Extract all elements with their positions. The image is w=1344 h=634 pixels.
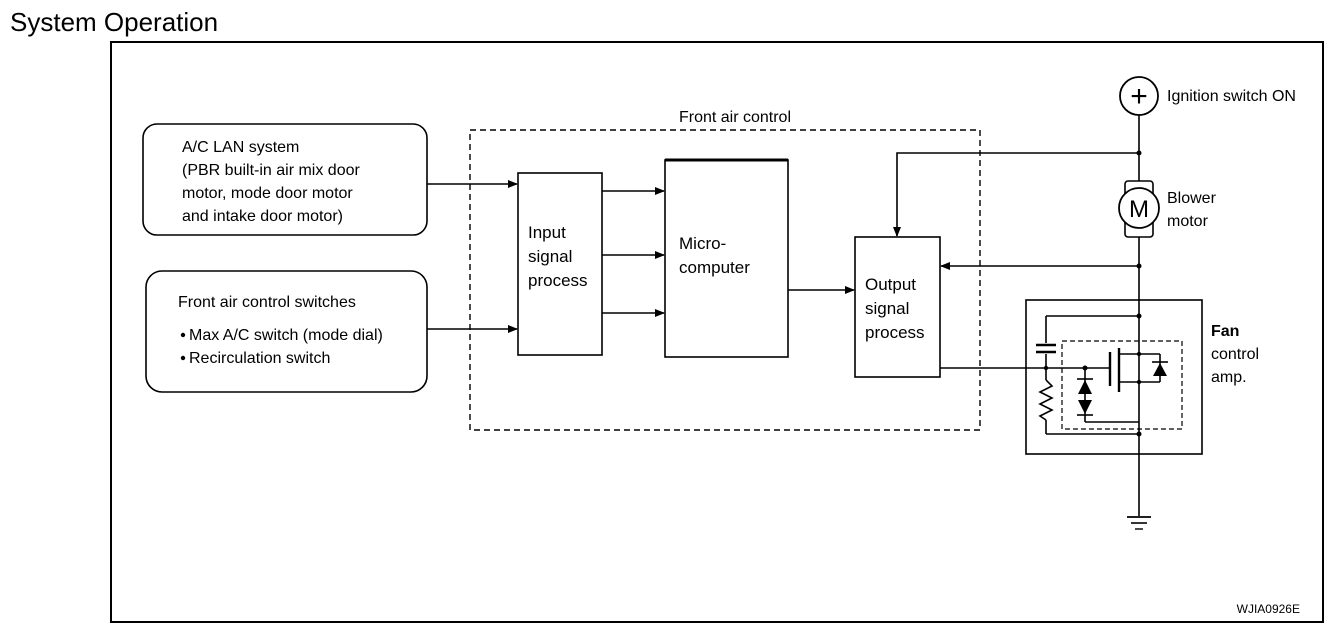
input-line-2: signal [528, 247, 572, 266]
micro-computer-block: Micro- computer [664, 158, 789, 358]
supply-feedback-line [893, 152, 1139, 237]
fan-amp-line-3: amp. [1211, 369, 1247, 386]
bullet-icon [180, 332, 186, 338]
motor-symbol: M [1129, 196, 1149, 223]
motor-icon [1118, 187, 1160, 229]
input-line-1: Input [528, 223, 566, 242]
resistor-icon [1038, 379, 1054, 421]
blower-line-2: motor [1167, 213, 1209, 230]
switches-item-1: Max A/C switch (mode dial) [189, 327, 383, 344]
zener-diode-icon [1078, 380, 1092, 394]
blower-line-1: Blower [1167, 190, 1217, 207]
ac-lan-line-3: motor, mode door motor [182, 185, 353, 202]
output-line-2: signal [865, 299, 909, 318]
output-line-3: process [865, 323, 925, 342]
body-diode-icon [1153, 363, 1167, 376]
diagram-frame [110, 41, 1324, 623]
ac-lan-line-1: A/C LAN system [182, 139, 299, 156]
micro-line-2: computer [679, 258, 750, 277]
fan-control-amp: Fan control amp. [940, 299, 1259, 455]
fan-amp-line-1: Fan [1211, 323, 1239, 340]
output-line-1: Output [865, 275, 916, 294]
fan-amp-line-2: control [1211, 346, 1259, 363]
ignition-label: Ignition switch ON [1167, 88, 1296, 105]
bullet-icon [180, 355, 186, 361]
ac-lan-system-box: A/C LAN system (PBR built-in air mix doo… [142, 123, 428, 236]
output-signal-process-block: Output signal process [854, 236, 941, 378]
plus-symbol: + [1130, 80, 1148, 113]
figure-code: WJIA0926E [1237, 602, 1300, 616]
ac-lan-line-4: and intake door motor) [182, 208, 343, 225]
input-line-3: process [528, 271, 588, 290]
switches-item-2: Recirculation switch [189, 350, 330, 367]
blower-motor: M Blower motor [1118, 180, 1217, 238]
micro-line-1: Micro- [679, 234, 726, 253]
ac-lan-line-2: (PBR built-in air mix door [182, 162, 361, 179]
ground-icon [1127, 516, 1151, 530]
ignition-switch: + Ignition switch ON [1119, 76, 1296, 116]
page-title: System Operation [10, 7, 219, 37]
switches-title: Front air control switches [178, 294, 356, 311]
front-air-control-boundary [469, 129, 981, 431]
front-air-control-label: Front air control [679, 109, 791, 126]
input-signal-process-block: Input signal process [517, 172, 603, 356]
front-air-control-switches-box: Front air control switches Max A/C switc… [145, 270, 428, 393]
